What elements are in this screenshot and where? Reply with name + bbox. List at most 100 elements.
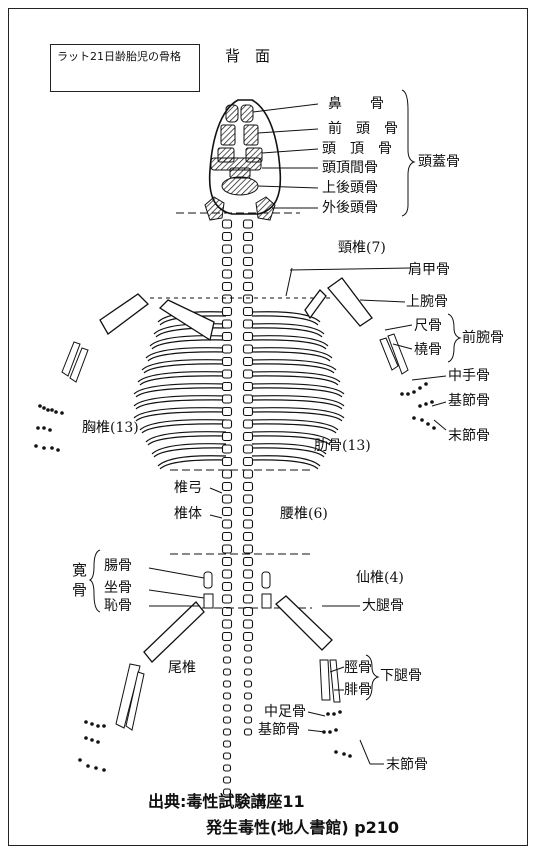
ilium-left (204, 572, 212, 588)
label-metatarsal: 中足骨 (264, 704, 306, 720)
humerus-right (328, 278, 372, 326)
vertebra (244, 420, 253, 428)
label-fibula: 腓骨 (344, 682, 372, 698)
vertebra (244, 520, 253, 528)
vertebra (223, 295, 232, 303)
source-line-1: 出典:毒性試験講座11 (148, 788, 305, 812)
label-hip-group: 寛 骨 (72, 560, 87, 600)
vertebra (244, 558, 253, 566)
vertebra (244, 508, 253, 516)
vertebra (223, 545, 232, 553)
label-ulna: 尺骨 (414, 318, 442, 334)
phalanx-dot (426, 422, 430, 426)
vertebra (244, 283, 253, 291)
rib (252, 460, 318, 469)
rib-group (134, 312, 344, 469)
phalanx-dot (42, 426, 46, 430)
label-supraoccipital: 上後頭骨 (322, 180, 378, 196)
vertebra (224, 777, 231, 783)
vertebra (244, 345, 253, 353)
vertebra (244, 608, 253, 616)
label-sacral: 仙椎(4) (356, 570, 404, 586)
label-frontal: 前 頭 骨 (328, 121, 398, 137)
label-thoracic: 胸椎(13) (82, 420, 139, 436)
label-parietal: 頭 頂 骨 (322, 141, 392, 157)
phalanx-dot (94, 766, 98, 770)
vertebra (245, 669, 252, 675)
vertebra (244, 458, 253, 466)
vertebra (244, 633, 253, 641)
rib (160, 460, 226, 469)
vertebra (244, 433, 253, 441)
phalanx-dot (78, 758, 82, 762)
vertebra (223, 258, 232, 266)
vertebra (244, 470, 253, 478)
phalanx-dot (406, 392, 410, 396)
phalanx-dot (412, 416, 416, 420)
phalanx-dot (36, 426, 40, 430)
scapula-left (160, 300, 214, 340)
label-metacarpal: 中手骨 (448, 368, 490, 384)
label-scapula: 肩甲骨 (408, 262, 450, 278)
ilium-right (262, 572, 270, 588)
phalanx-dot (334, 750, 338, 754)
phalanx-dot (90, 722, 94, 726)
label-exoccipital: 外後頭骨 (322, 200, 378, 216)
vertebra (223, 595, 232, 603)
vertebra (223, 383, 232, 391)
label-distal-phalanx-hand: 末節骨 (448, 428, 490, 444)
phalanx-dot (38, 404, 42, 408)
vertebra (244, 308, 253, 316)
label-proximal-phalanx-foot: 基節骨 (258, 722, 300, 738)
phalanx-dot (332, 712, 336, 716)
vertebra (245, 645, 252, 651)
phalanx-dot (42, 406, 46, 410)
vertebra (244, 295, 253, 303)
label-distal-phalanx-foot: 末節骨 (386, 757, 428, 773)
vertebra (223, 308, 232, 316)
frontal-bone-l (221, 125, 235, 145)
vertebra (224, 669, 231, 675)
source-line-2: 発生毒性(地人書館) p210 (206, 814, 399, 838)
vertebra (244, 395, 253, 403)
label-skull-group: 頭蓋骨 (418, 154, 460, 170)
vertebra (223, 408, 232, 416)
vertebra (244, 320, 253, 328)
phalanx-dot (326, 712, 330, 716)
label-tibia: 脛骨 (344, 660, 372, 676)
vertebra (244, 220, 253, 228)
label-interparietal: 頭頂間骨 (322, 160, 378, 176)
frontal-bone-r (244, 125, 258, 145)
vertebra (223, 445, 232, 453)
vertebra (223, 345, 232, 353)
humerus-left (100, 294, 148, 334)
phalanx-dot (424, 382, 428, 386)
vertebra (244, 595, 253, 603)
vertebra (244, 270, 253, 278)
vertebra (245, 717, 252, 723)
fibula-right (330, 660, 340, 702)
vertebra (244, 483, 253, 491)
vertebra (224, 717, 231, 723)
vertebra (223, 608, 232, 616)
vertebra (223, 533, 232, 541)
vertebra (244, 533, 253, 541)
vertebra (223, 358, 232, 366)
phalanx-dot (400, 392, 404, 396)
vertebra (245, 657, 252, 663)
label-ischium: 坐骨 (104, 580, 132, 596)
label-vertebral-body: 椎体 (174, 506, 202, 522)
vertebra (224, 753, 231, 759)
vertebra (224, 765, 231, 771)
vertebra (244, 245, 253, 253)
vertebra (223, 633, 232, 641)
phalanx-dot (90, 738, 94, 742)
vertebra (223, 458, 232, 466)
phalanx-dot (348, 754, 352, 758)
vertebra (245, 729, 252, 735)
vertebra (224, 693, 231, 699)
vertebra (224, 729, 231, 735)
label-proximal-phalanx-hand: 基節骨 (448, 393, 490, 409)
vertebra (223, 283, 232, 291)
vertebra (223, 395, 232, 403)
